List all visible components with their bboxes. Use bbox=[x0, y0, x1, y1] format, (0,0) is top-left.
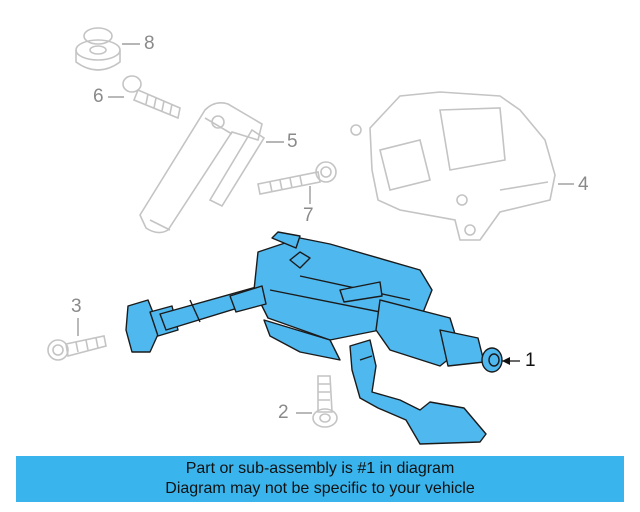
part-1-steering-column bbox=[125, 231, 503, 445]
part-7-bolt bbox=[257, 161, 337, 195]
callout-6: 6 bbox=[93, 86, 104, 107]
parts-diagram bbox=[47, 27, 574, 445]
part-2-bolt bbox=[312, 375, 338, 428]
callout-7: 7 bbox=[303, 205, 314, 226]
callout-1: 1 bbox=[525, 350, 536, 371]
part-6-bolt bbox=[122, 75, 181, 120]
banner-line-2: Diagram may not be specific to your vehi… bbox=[165, 480, 475, 497]
info-banner: Part or sub-assembly is #1 in diagram Di… bbox=[16, 456, 624, 502]
callout-4: 4 bbox=[578, 174, 589, 195]
banner-line-1: Part or sub-assembly is #1 in diagram bbox=[185, 460, 455, 477]
part-4-support bbox=[350, 91, 556, 241]
callout-8: 8 bbox=[144, 33, 155, 54]
callout-3: 3 bbox=[71, 296, 82, 317]
callout-5: 5 bbox=[287, 131, 298, 152]
part-8-grommet bbox=[75, 27, 121, 71]
leader-1-arrow bbox=[502, 357, 510, 365]
callout-2: 2 bbox=[278, 402, 289, 423]
part-3-bolt bbox=[47, 335, 107, 361]
part-5-bracket bbox=[139, 102, 266, 234]
